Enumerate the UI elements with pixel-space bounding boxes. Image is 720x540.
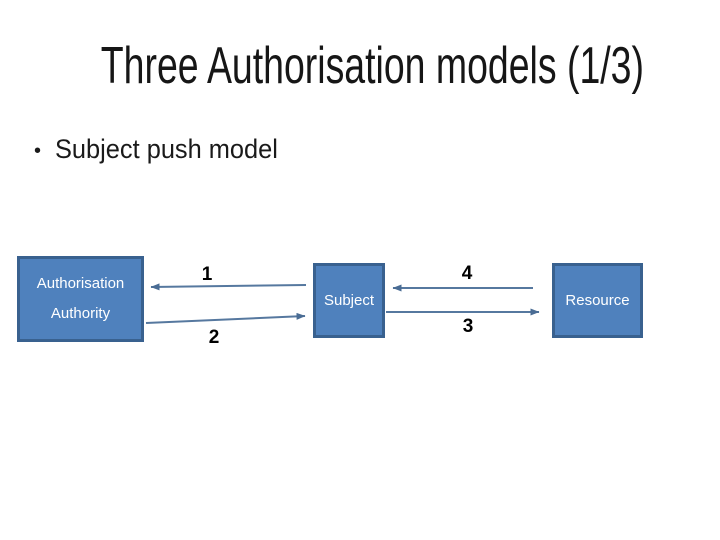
bullet-marker: • [34, 139, 42, 162]
box-authorisation-authority-label: Authorisation Authority [36, 275, 125, 322]
arrow-label-4: 4 [461, 263, 473, 284]
arrow-2-line [145, 312, 306, 324]
slide-title: Three Authorisation models (1/3) [100, 37, 644, 95]
arrow-label-2: 2 [208, 327, 220, 348]
arrow-label-1: 1 [201, 264, 213, 285]
box-resource-label: Resource [565, 292, 630, 309]
box-subject: Subject [313, 263, 385, 338]
box-resource: Resource [552, 263, 643, 338]
arrow-label-3: 3 [462, 316, 474, 337]
bullet-item: • Subject push model [34, 134, 292, 165]
box-authorisation-authority: Authorisation Authority [17, 256, 144, 342]
box-subject-label: Subject [323, 292, 375, 309]
arrow-1-line [150, 283, 307, 291]
bullet-text: Subject push model [55, 134, 278, 164]
